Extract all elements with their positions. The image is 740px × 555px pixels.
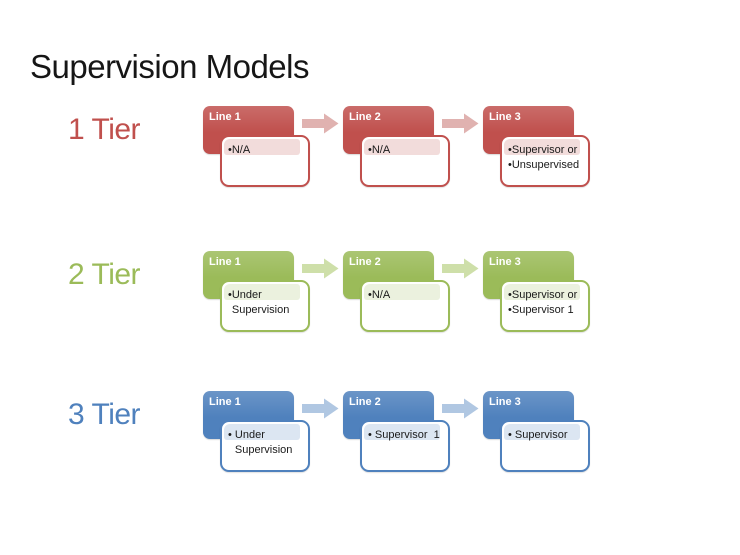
- tier-1-label: 1 Tier: [68, 113, 141, 146]
- content-highlight-band: [504, 284, 580, 300]
- bullet-marker: •: [228, 144, 232, 156]
- line-1-content-box: • N/A: [220, 135, 310, 187]
- bullet-text: Under Supervision: [231, 289, 290, 316]
- bullet-item: • N/A: [368, 288, 445, 303]
- line-3-header-label: Line 3: [489, 111, 521, 123]
- content-highlight-band: [364, 284, 440, 300]
- bullet-text: N/A: [371, 144, 391, 156]
- bullet-marker: •: [508, 304, 512, 316]
- tier-3-label: 3 Tier: [68, 398, 141, 431]
- bullet-item: • Under Supervision: [228, 428, 305, 458]
- line-3-header-label: Line 3: [489, 256, 521, 268]
- bullet-item: • Supervisor or: [508, 288, 585, 303]
- line-2-content-box: • Supervisor 1: [360, 420, 450, 472]
- bullet-item: • Unsupervised: [508, 158, 585, 173]
- bullet-marker: •: [228, 289, 232, 301]
- line-1-header-label: Line 1: [209, 256, 241, 268]
- arrow-right-icon: [302, 113, 339, 134]
- tier-3-line-2-group: Line 2 • Supervisor 1: [343, 391, 453, 476]
- content-highlight-band: [224, 284, 300, 300]
- content-highlight-band: [504, 424, 580, 440]
- bullet-marker: •: [228, 429, 235, 441]
- tier-2-label: 2 Tier: [68, 258, 141, 291]
- line-2-header-label: Line 2: [349, 111, 381, 123]
- line-1-header-label: Line 1: [209, 396, 241, 408]
- line-1-content-box: • Under Supervision: [220, 280, 310, 332]
- bullet-text: Supervisor or: [511, 144, 578, 156]
- bullet-text: Unsupervised: [511, 159, 580, 171]
- tier-1-row: 1 Tier Line 1 • N/A Line 2: [0, 106, 740, 206]
- bullet-item: • Supervisor: [508, 428, 585, 443]
- slide-title: Supervision Models: [30, 48, 309, 85]
- tier-3-line-3-group: Line 3 • Supervisor: [483, 391, 593, 476]
- bullet-marker: •: [368, 144, 372, 156]
- bullet-item: • Supervisor or: [508, 143, 585, 158]
- bullet-item: • Supervisor 1: [368, 428, 445, 443]
- arrow-right-icon: [442, 398, 479, 419]
- arrow-right-icon: [442, 258, 479, 279]
- tier-1-line-1-group: Line 1 • N/A: [203, 106, 313, 191]
- content-highlight-band: [224, 139, 300, 155]
- line-1-header: Line 1: [203, 106, 294, 154]
- line-2-content-box: • N/A: [360, 135, 450, 187]
- tier-1-line-3-group: Line 3 • Supervisor or • Unsupervised: [483, 106, 593, 191]
- bullet-marker: •: [508, 144, 512, 156]
- tier-2-row: 2 Tier Line 1 • Under Supervision Line 2: [0, 251, 740, 351]
- content-highlight-band: [224, 424, 300, 440]
- line-2-header-label: Line 2: [349, 256, 381, 268]
- arrow-right-icon: [302, 398, 339, 419]
- arrow-right-icon: [442, 113, 479, 134]
- tier-2-line-1-group: Line 1 • Under Supervision: [203, 251, 313, 336]
- line-3-header-label: Line 3: [489, 396, 521, 408]
- bullet-marker: •: [368, 289, 372, 301]
- line-2-header-label: Line 2: [349, 396, 381, 408]
- tier-3-row: 3 Tier Line 1 • Under Supervision Line 2: [0, 391, 740, 491]
- bullet-text: Supervisor 1: [374, 429, 440, 441]
- line-2-content-box: • N/A: [360, 280, 450, 332]
- line-1-content-box: • Under Supervision: [220, 420, 310, 472]
- bullet-item: • N/A: [228, 143, 305, 158]
- bullet-item: • Supervisor 1: [508, 303, 585, 318]
- bullet-marker: •: [508, 429, 515, 441]
- bullet-marker: •: [508, 289, 512, 301]
- bullet-marker: •: [368, 429, 375, 441]
- content-highlight-band: [504, 139, 580, 155]
- bullet-item: • Under Supervision: [228, 288, 305, 318]
- bullet-text: N/A: [231, 144, 251, 156]
- bullet-marker: •: [508, 159, 512, 171]
- content-highlight-band: [364, 424, 440, 440]
- line-1-header-label: Line 1: [209, 111, 241, 123]
- line-3-content-box: • Supervisor or • Unsupervised: [500, 135, 590, 187]
- line-3-content-box: • Supervisor or • Supervisor 1: [500, 280, 590, 332]
- bullet-text: Under Supervision: [234, 429, 293, 456]
- bullet-text: N/A: [371, 289, 391, 301]
- tier-1-line-2-group: Line 2 • N/A: [343, 106, 453, 191]
- bullet-text: Supervisor or: [511, 289, 578, 301]
- arrow-right-icon: [302, 258, 339, 279]
- tier-2-line-2-group: Line 2 • N/A: [343, 251, 453, 336]
- tier-2-line-3-group: Line 3 • Supervisor or • Supervisor 1: [483, 251, 593, 336]
- bullet-text: Supervisor: [514, 429, 568, 441]
- bullet-item: • N/A: [368, 143, 445, 158]
- line-3-content-box: • Supervisor: [500, 420, 590, 472]
- content-highlight-band: [364, 139, 440, 155]
- tier-3-line-1-group: Line 1 • Under Supervision: [203, 391, 313, 476]
- bullet-text: Supervisor 1: [511, 304, 574, 316]
